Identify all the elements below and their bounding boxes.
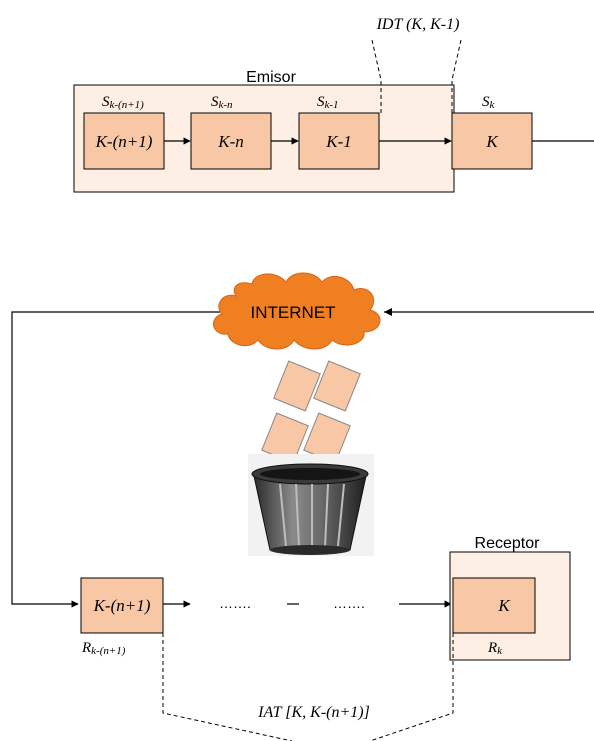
receiver-box-k-label: K bbox=[497, 596, 511, 615]
trash-bin-base bbox=[270, 545, 350, 555]
emitter-box-4 bbox=[451, 112, 533, 170]
falling-packets-icon bbox=[261, 360, 361, 464]
first-receiver-box-label: K-(n+1) bbox=[93, 596, 151, 615]
internet-label: INTERNET bbox=[251, 303, 336, 322]
trash-bin-body bbox=[253, 475, 367, 551]
receiver-box-k bbox=[452, 577, 536, 634]
trash-bin-icon bbox=[248, 454, 374, 556]
emitter-box-2-label: K-n bbox=[217, 132, 244, 151]
dots-2: ……. bbox=[333, 595, 365, 611]
emitter-sub-label-1: Sk-(n+1) bbox=[102, 94, 144, 111]
first-receiver-box bbox=[80, 577, 164, 634]
idt-bracket bbox=[371, 39, 462, 113]
receiver-sub-label: Rk bbox=[487, 640, 503, 657]
emitter-sub-label-3: Sk-1 bbox=[317, 94, 339, 111]
iat-label: IAT [K, K-(n+1)] bbox=[257, 704, 370, 721]
emitter-sub-label-4: Sk bbox=[482, 94, 496, 111]
first-receiver-sub-label: Rk-(n+1) bbox=[81, 640, 126, 657]
trash-bin-ribs bbox=[279, 483, 345, 548]
emitter-sub-label-2: Sk-n bbox=[211, 94, 233, 111]
internet-group: INTERNET bbox=[11, 272, 594, 608]
receiver-group: K-(n+1) Rk-(n+1) ……. ……. Receptor K Rk I… bbox=[80, 535, 571, 741]
falling-packet-2 bbox=[313, 360, 361, 412]
cloud-icon bbox=[213, 272, 381, 350]
falling-packet-1 bbox=[273, 360, 321, 412]
emitter-title: Emisor bbox=[246, 69, 296, 86]
emitter-group: Emisor Sk-(n+1) Sk-n Sk-1 Sk K-(n+1) K-n… bbox=[73, 16, 594, 193]
emitter-box-4-label: K bbox=[485, 132, 499, 151]
receiver-title: Receptor bbox=[475, 535, 541, 552]
emitter-box-3-label: K-1 bbox=[325, 132, 352, 151]
network-return-line bbox=[11, 311, 220, 608]
emitter-box-1-label: K-(n+1) bbox=[95, 132, 153, 151]
idt-label: IDT (K, K-1) bbox=[376, 16, 460, 33]
dots-1: ……. bbox=[219, 595, 251, 611]
trash-bin-opening bbox=[260, 468, 360, 480]
iat-bracket bbox=[162, 633, 454, 741]
network-arrow-head bbox=[384, 308, 392, 316]
emitter-box-3 bbox=[298, 112, 380, 170]
